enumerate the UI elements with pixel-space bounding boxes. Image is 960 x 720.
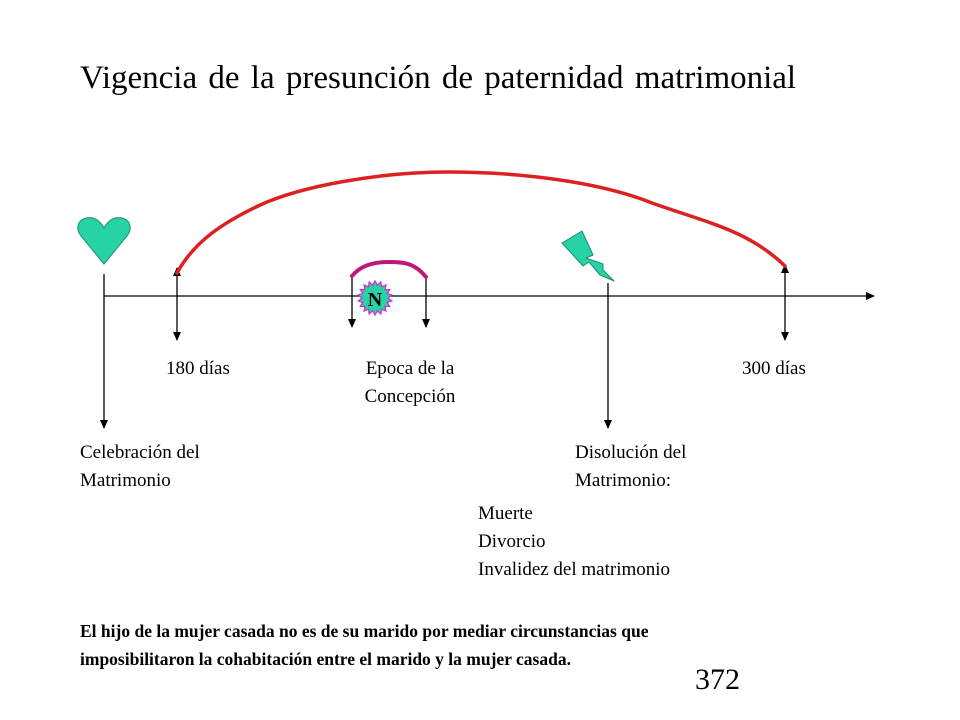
dissolution-causes-list: Muerte Divorcio Invalidez del matrimonio — [478, 500, 670, 584]
cause-muerte: Muerte — [478, 503, 533, 524]
page-title: Vigencia de la presunción de paternidad … — [80, 60, 797, 96]
page-number: 372 — [695, 663, 740, 696]
label-epoca-line1: Epoca de la — [365, 358, 455, 379]
lightning-icon — [561, 230, 615, 282]
heart-icon — [77, 217, 131, 265]
note-line1: El hijo de la mujer casada no es de su m… — [80, 621, 649, 641]
label-epoca-line2: Concepción — [364, 386, 456, 407]
label-celebracion-line2: Matrimonio — [80, 470, 171, 491]
concepcion-arc — [350, 259, 428, 279]
label-disolucion-line2: Matrimonio: — [575, 470, 672, 491]
cause-divorcio: Divorcio — [478, 531, 546, 552]
label-celebracion: Celebración del Matrimonio — [80, 439, 200, 495]
note-line2: imposibilitaron la cohabitación entre el… — [80, 649, 571, 669]
label-disolucion: Disolución del Matrimonio: — [575, 439, 686, 495]
explanatory-note: El hijo de la mujer casada no es de su m… — [80, 617, 648, 673]
label-180-dias: 180 días — [166, 358, 230, 379]
label-disolucion-line1: Disolución del — [575, 442, 687, 463]
star-seal-icon: N — [356, 279, 394, 317]
label-300-dias: 300 días — [742, 358, 806, 379]
label-epoca-concepcion: Epoca de la Concepción — [340, 355, 480, 411]
cause-invalidez: Invalidez del matrimonio — [478, 559, 671, 580]
presumption-period-arc — [175, 170, 787, 275]
birth-symbol: N — [368, 289, 383, 311]
label-celebracion-line1: Celebración del — [80, 442, 200, 463]
